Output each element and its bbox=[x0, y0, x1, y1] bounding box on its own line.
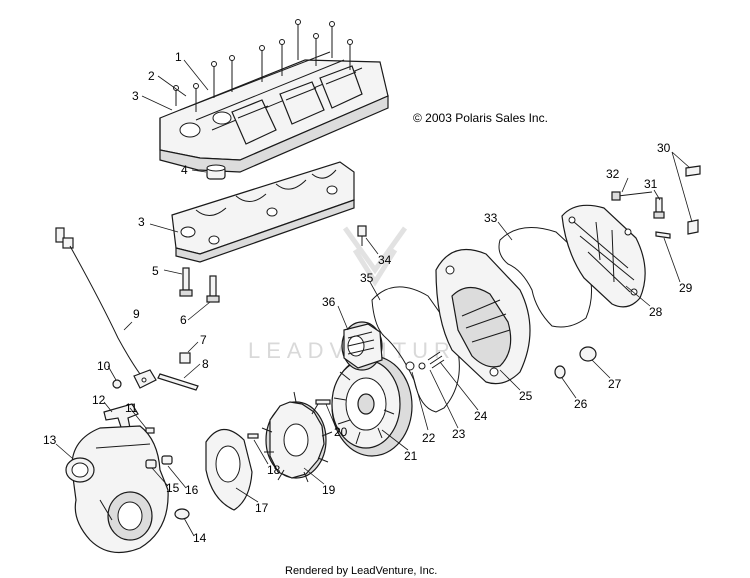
flywheel bbox=[331, 355, 413, 457]
callout-23: 23 bbox=[452, 427, 466, 441]
callout-5: 5 bbox=[152, 264, 159, 278]
drain-plug bbox=[554, 346, 597, 379]
callout-labels: 1 2 3 3 4 5 6 7 8 9 10 11 12 13 14 15 16… bbox=[43, 50, 693, 545]
footer-credit: Rendered by LeadVenture, Inc. bbox=[285, 565, 437, 577]
callout-35: 35 bbox=[360, 271, 374, 285]
callout-13: 13 bbox=[43, 433, 57, 447]
callout-3-lower: 3 bbox=[138, 215, 145, 229]
callout-7: 7 bbox=[200, 333, 207, 347]
callout-18: 18 bbox=[267, 463, 281, 477]
starter-pulley bbox=[341, 321, 383, 371]
fitting bbox=[357, 225, 367, 246]
callout-27: 27 bbox=[608, 377, 622, 391]
callout-28: 28 bbox=[649, 305, 663, 319]
callout-21: 21 bbox=[404, 449, 418, 463]
callout-17: 17 bbox=[255, 501, 269, 515]
callout-4: 4 bbox=[181, 163, 188, 177]
leader-lines bbox=[55, 59, 693, 537]
callout-8: 8 bbox=[202, 357, 209, 371]
callout-29: 29 bbox=[679, 281, 693, 295]
gasket bbox=[371, 286, 460, 413]
stator-housing bbox=[65, 425, 190, 554]
upper-crankcase bbox=[159, 19, 389, 173]
callout-6: 6 bbox=[180, 313, 187, 327]
callout-9: 9 bbox=[133, 307, 140, 321]
small-fasteners bbox=[157, 352, 199, 391]
callout-26: 26 bbox=[574, 397, 588, 411]
callout-1: 1 bbox=[175, 50, 182, 64]
callout-34: 34 bbox=[378, 253, 392, 267]
callout-25: 25 bbox=[519, 389, 533, 403]
callout-24: 24 bbox=[474, 409, 488, 423]
copyright-text: © 2003 Polaris Sales Inc. bbox=[413, 111, 548, 125]
sensor-harness bbox=[55, 227, 157, 389]
callout-30: 30 bbox=[657, 141, 671, 155]
crankcase-bolts bbox=[179, 267, 220, 303]
cover-gasket bbox=[498, 227, 592, 328]
stator-plate bbox=[205, 428, 253, 511]
pin bbox=[247, 433, 259, 439]
callout-2: 2 bbox=[148, 69, 155, 83]
callout-20: 20 bbox=[334, 425, 348, 439]
cover-bolts bbox=[611, 165, 701, 239]
callout-22: 22 bbox=[422, 431, 436, 445]
callout-32: 32 bbox=[606, 167, 620, 181]
callout-15: 15 bbox=[166, 481, 180, 495]
lower-crankcase bbox=[171, 161, 355, 263]
callout-10: 10 bbox=[97, 359, 111, 373]
callout-11: 11 bbox=[125, 401, 138, 415]
callout-36: 36 bbox=[322, 295, 336, 309]
callout-3-upper: 3 bbox=[132, 89, 139, 103]
callout-31: 31 bbox=[644, 177, 658, 191]
callout-12: 12 bbox=[92, 393, 106, 407]
dowel-pin bbox=[206, 164, 226, 180]
spring-parts bbox=[418, 351, 445, 370]
stator bbox=[261, 391, 333, 483]
callout-16: 16 bbox=[185, 483, 199, 497]
callout-19: 19 bbox=[322, 483, 336, 497]
washer bbox=[112, 379, 122, 389]
mag-cover bbox=[435, 248, 531, 385]
callout-33: 33 bbox=[484, 211, 498, 225]
callout-14: 14 bbox=[193, 531, 207, 545]
screw bbox=[315, 399, 331, 405]
